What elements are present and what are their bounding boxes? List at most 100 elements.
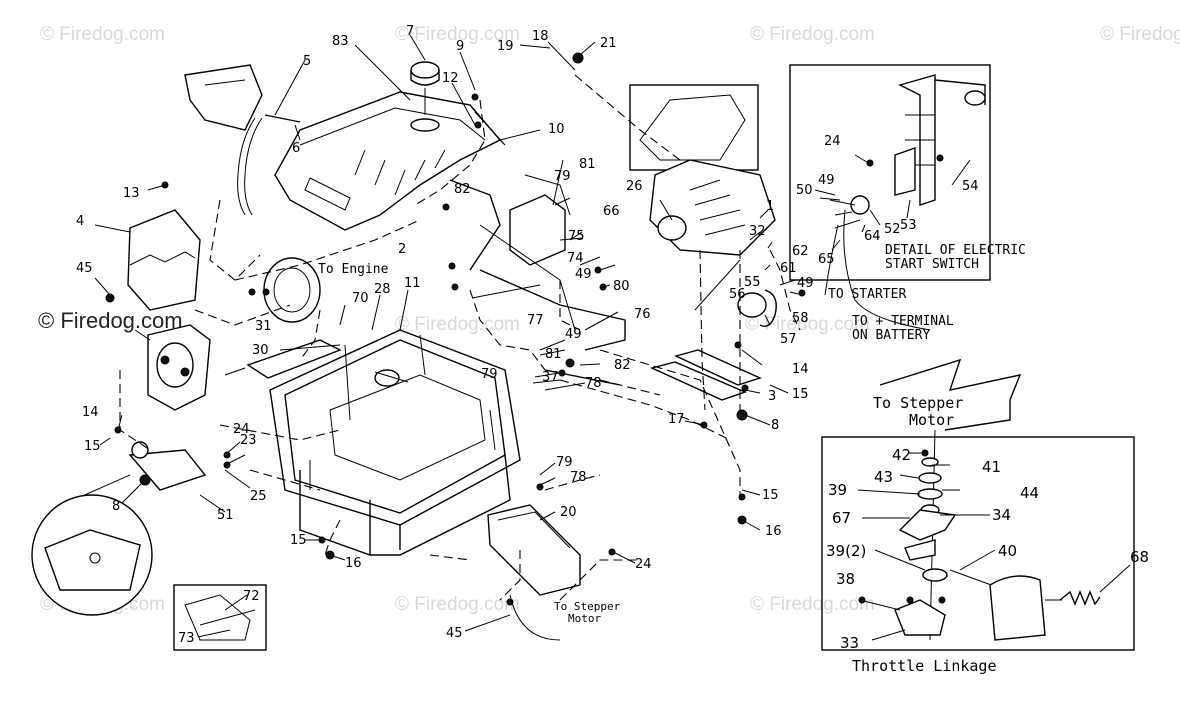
part-label: 6 — [292, 141, 300, 156]
part-label: 50 — [796, 183, 813, 198]
part-label: 24 — [635, 557, 652, 572]
part-label: 43 — [874, 468, 893, 486]
caption-stepper-small-1: To Stepper — [554, 600, 621, 613]
part-label: 45 — [76, 261, 93, 276]
side-shield — [127, 209, 201, 311]
part-label: 18 — [532, 29, 549, 44]
caption-stepper-motor-1: To Stepper — [873, 394, 963, 412]
electric-start-switch-detail — [789, 64, 991, 331]
part-label: 40 — [998, 542, 1017, 560]
part-label: 65 — [818, 252, 835, 267]
part-label: 15 — [290, 533, 307, 548]
part-label: 5 — [303, 54, 311, 69]
part-label: 2 — [398, 242, 406, 257]
part-label: 14 — [792, 362, 809, 377]
assembly-leader-lines — [119, 74, 801, 601]
part-label: 12 — [442, 71, 459, 86]
part-label: 49 — [565, 327, 582, 342]
part-label: 16 — [345, 556, 362, 571]
part-label: 70 — [352, 291, 369, 306]
part-label: 3 — [768, 389, 776, 404]
part-label: 42 — [892, 446, 911, 464]
part-label: 79 — [556, 455, 573, 470]
part-label: 74 — [567, 251, 584, 266]
part-label: 20 — [560, 505, 577, 520]
part-label: 31 — [255, 319, 272, 334]
leader-lines — [94, 34, 1131, 641]
part-label: 32 — [749, 224, 766, 239]
part-label: 44 — [1020, 484, 1039, 502]
part-label: 23 — [240, 433, 257, 448]
part-label: 24 — [233, 422, 250, 437]
part-label: 80 — [613, 279, 630, 294]
generator-end-bell — [147, 324, 211, 411]
part-label: 49 — [818, 173, 835, 188]
part-label: 67 — [832, 509, 851, 527]
part-label: 10 — [548, 122, 565, 137]
part-label: 66 — [603, 204, 620, 219]
part-label: 24 — [824, 134, 841, 149]
fuel-cap — [410, 61, 440, 115]
part-label: 14 — [82, 405, 99, 420]
part-label: 73 — [178, 631, 195, 646]
hardware-fasteners — [105, 52, 946, 606]
caption-stepper-motor-2: Motor — [909, 411, 954, 429]
caption-to-terminal-2: ON BATTERY — [852, 328, 930, 343]
part-label: 75 — [568, 229, 585, 244]
part-label: 28 — [374, 282, 391, 297]
engine-block — [629, 84, 776, 256]
caption-detail-title-1: DETAIL OF ELECTRIC — [885, 243, 1026, 258]
stator-ring — [263, 257, 321, 323]
part-label: 30 — [252, 343, 269, 358]
watermark: © Firedog.com — [395, 594, 520, 615]
part-label: 57 — [780, 332, 797, 347]
part-label: 79 — [554, 169, 571, 184]
part-label: 8 — [112, 499, 120, 514]
starter-pulley — [737, 289, 777, 327]
throttle-linkage-detail — [821, 358, 1135, 651]
caption-detail-title-2: START SWITCH — [885, 257, 979, 272]
part-label: 13 — [123, 186, 140, 201]
part-label: 53 — [900, 218, 917, 233]
part-label: 49 — [797, 276, 814, 291]
part-label: 68 — [1130, 548, 1149, 566]
part-label: 78 — [585, 376, 602, 391]
part-label: 16 — [765, 524, 782, 539]
part-label: 11 — [404, 276, 421, 291]
engine-mount-rail — [649, 349, 762, 401]
part-label: 62 — [792, 244, 809, 259]
part-label: 34 — [992, 506, 1011, 524]
part-label: 26 — [626, 179, 643, 194]
part-label: 52 — [884, 222, 901, 237]
zoom-detail-circle — [31, 494, 153, 616]
part-label: 41 — [982, 458, 1001, 476]
watermark: © Firedog.com — [745, 314, 870, 335]
part-label: 21 — [600, 36, 617, 51]
part-label: 77 — [527, 313, 544, 328]
caption-stepper-small-2: Motor — [568, 612, 601, 625]
part-label: 15 — [762, 488, 779, 503]
watermark: © Firedog.com — [1100, 24, 1180, 45]
caption-throttle-linkage: Throttle Linkage — [852, 657, 997, 675]
part-label: 45 — [446, 626, 463, 641]
caption-to-starter: TO STARTER — [828, 287, 906, 302]
part-label: 81 — [545, 347, 562, 362]
part-label: 55 — [744, 275, 761, 290]
captions: To Engine DETAIL OF ELECTRIC START SWITC… — [318, 243, 1026, 675]
part-label: 17 — [668, 412, 685, 427]
part-label: 8 — [771, 418, 779, 433]
part-label: 64 — [864, 229, 881, 244]
part-label: 58 — [792, 311, 809, 326]
part-label: 38 — [836, 570, 855, 588]
part-label: 51 — [217, 508, 234, 523]
watermark-dark: © Firedog.com — [38, 308, 183, 333]
part-label: 49 — [575, 267, 592, 282]
frame-cradle — [269, 329, 521, 556]
part-label: 56 — [729, 287, 746, 302]
part-label: 9 — [456, 39, 464, 54]
part-label: 78 — [570, 470, 587, 485]
watermark: © Firedog.com — [395, 314, 520, 335]
part-label: 82 — [454, 182, 471, 197]
part-label: 82 — [614, 358, 631, 373]
